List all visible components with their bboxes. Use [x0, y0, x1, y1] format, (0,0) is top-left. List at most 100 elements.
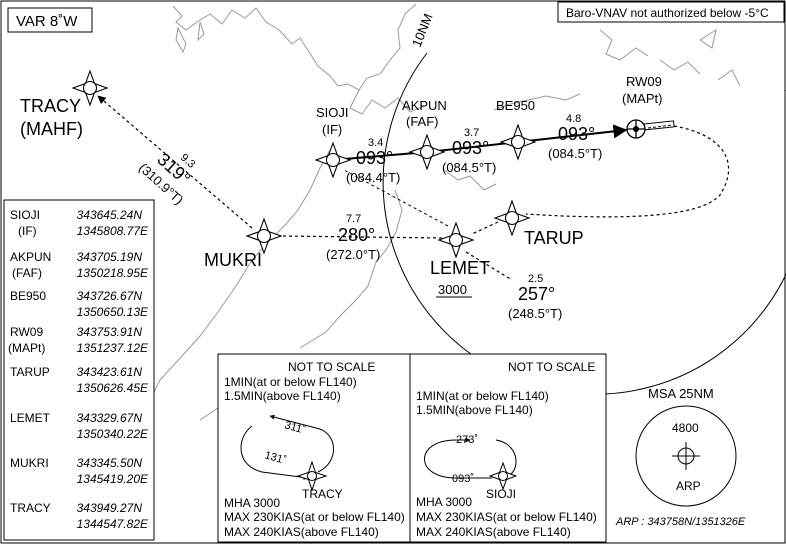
waypoint-role-rw09: (MAPt)	[622, 91, 662, 106]
leg-dist-be950-rw09: 4.8	[566, 113, 581, 125]
baro-vnav-note: Baro-VNAV not authorized below -5°C	[566, 6, 769, 20]
baro-vnav-box	[557, 1, 785, 23]
waypoint-role-akpun: (FAF)	[406, 114, 439, 129]
final-approach-track	[331, 124, 628, 161]
arp-coordinates: ARP : 343758N/1351326E	[615, 516, 746, 528]
coord-lat: 343726.67N	[77, 289, 143, 303]
hold-time-1: 1MIN(at or below FL140)	[416, 389, 549, 403]
waypoint-name-akpun: AKPUN	[402, 98, 447, 113]
fix-symbol-akpun	[409, 134, 445, 170]
waypoint-name-tracy: TRACY	[20, 96, 81, 116]
hold-speed-1: MAX 230KIAS(at or below FL140)	[416, 510, 597, 524]
fix-symbol-sioji	[315, 142, 351, 178]
coord-name: AKPUN	[10, 250, 51, 264]
coord-lat: 343949.27N	[77, 501, 143, 515]
msa-title: MSA 25NM	[648, 386, 714, 401]
coord-lon: 1345808.77E	[77, 224, 149, 238]
hold-speed-1: MAX 230KIAS(at or below FL140)	[224, 510, 405, 524]
hold-mha: MHA 3000	[416, 495, 472, 509]
hold-fix-circle	[307, 471, 317, 481]
coord-name: TRACY	[10, 501, 51, 515]
coord-lat: 343645.24N	[77, 208, 143, 222]
missed-approach-path	[97, 95, 730, 281]
coord-lat: 343329.67N	[77, 411, 143, 425]
fix-symbol-be950	[500, 124, 536, 160]
leg-true-be950-rw09: (084.5°T)	[548, 146, 602, 161]
hold-fix-name: TRACY	[302, 487, 343, 501]
hold-track-outbound	[424, 437, 492, 479]
hold-tracy: NOT TO SCALE 1MIN(at or below FL140) 1.5…	[224, 360, 405, 539]
coord-lat: 343753.91N	[77, 325, 143, 339]
waypoint-name-tarup: TARUP	[524, 228, 584, 248]
leg-lemet-sioji	[343, 169, 449, 227]
variation-label: VAR 8˚W	[16, 13, 78, 30]
coord-name: TARUP	[10, 365, 50, 379]
hold-inbound-course: 131˚	[263, 449, 287, 467]
coordinates-table	[3, 199, 155, 541]
hold-mha: MHA 3000	[224, 496, 280, 510]
msa-diagram: MSA 25NM 4800 ARP	[635, 386, 737, 507]
coordinates-rows: SIOJI (IF) 343645.24N 1345808.77E AKPUN …	[8, 208, 149, 531]
coord-name: RW09	[10, 325, 43, 339]
msa-center-label: ARP	[676, 479, 701, 493]
hold-inbound-course: 093˚	[452, 473, 474, 485]
leg-course-lemet-sioji: 257°	[518, 284, 555, 304]
coord-name: BE950	[10, 289, 46, 303]
coord-lon: 1350650.13E	[77, 305, 149, 319]
leg-true-lemet-sioji: (248.5°T)	[508, 306, 562, 321]
coord-lat: 343423.61N	[77, 365, 143, 379]
coord-lon: 1345419.20E	[77, 472, 149, 486]
waypoint-name-be950: BE950	[496, 98, 535, 113]
waypoint-name-lemet: LEMET	[430, 258, 490, 278]
leg-dist-sioji-akpun: 3.4	[368, 137, 383, 149]
waypoint-role-tracy: (MAHF)	[20, 119, 83, 139]
coord-lon: 1350218.95E	[77, 266, 149, 280]
leg-course-akpun-be950: 093°	[452, 138, 489, 158]
hold-time-2: 1.5MIN(above FL140)	[224, 389, 341, 403]
runway-09	[643, 120, 675, 131]
mapt-symbol-rw09	[626, 119, 646, 139]
leg-dist-lemet-sioji: 2.5	[528, 273, 543, 285]
hold-outbound-course: 273˚	[456, 434, 478, 446]
coord-lon: 1350340.22E	[77, 427, 149, 441]
leg-dist-akpun-be950: 3.7	[464, 127, 479, 139]
hold-not-to-scale: NOT TO SCALE	[288, 360, 375, 374]
hold-not-to-scale: NOT TO SCALE	[508, 360, 595, 374]
hold-outbound-course: 311˚	[283, 419, 307, 436]
coord-lat: 343705.19N	[77, 250, 143, 264]
leg-true-sioji-akpun: (084.4°T)	[346, 170, 400, 185]
hold-speed-2: MAX 240KIAS(above FL140)	[416, 525, 571, 539]
coord-lon: 1351237.12E	[77, 341, 149, 355]
coord-lon: 1344547.82E	[77, 517, 149, 531]
hold-time-1: 1MIN(at or below FL140)	[224, 375, 357, 389]
waypoint-name-sioji: SIOJI	[316, 105, 349, 120]
hold-box-tracy	[217, 353, 411, 543]
hold-fix-name: SIOJI	[486, 487, 516, 501]
coord-role: (MAPt)	[8, 341, 45, 355]
hold-speed-2: MAX 240KIAS(above FL140)	[224, 525, 379, 539]
leg-course-lemet-mukri: 280°	[338, 225, 375, 245]
coord-name: LEMET	[10, 411, 51, 425]
hold-fix-circle	[498, 471, 508, 481]
leg-dist-lemet-mukri: 7.7	[346, 213, 361, 225]
fix-symbol-lemet	[438, 222, 474, 258]
hold-track-inbound	[240, 425, 309, 480]
coord-lat: 343345.50N	[77, 456, 143, 470]
fix-symbol-mukri	[246, 218, 282, 254]
coord-name: SIOJI	[10, 208, 40, 222]
leg-course-be950-rw09: 093°	[558, 124, 595, 144]
leg-true-akpun-be950: (084.5°T)	[442, 160, 496, 175]
hold-sioji: NOT TO SCALE 1MIN(at or below FL140) 1.5…	[416, 360, 597, 539]
coord-role: (IF)	[18, 224, 37, 238]
hold-time-2: 1.5MIN(above FL140)	[416, 403, 533, 417]
coord-role: (FAF)	[12, 266, 42, 280]
coord-lon: 1350626.45E	[77, 381, 149, 395]
waypoint-name-rw09: RW09	[626, 74, 662, 89]
variation-box	[7, 7, 93, 33]
leg-true-lemet-mukri: (272.0°T)	[326, 247, 380, 262]
msa-altitude: 4800	[672, 421, 699, 435]
waypoint-name-mukri: MUKRI	[204, 250, 262, 270]
hold-track-outbound	[269, 414, 334, 473]
waypoint-altitude-lemet: 3000	[438, 282, 467, 297]
